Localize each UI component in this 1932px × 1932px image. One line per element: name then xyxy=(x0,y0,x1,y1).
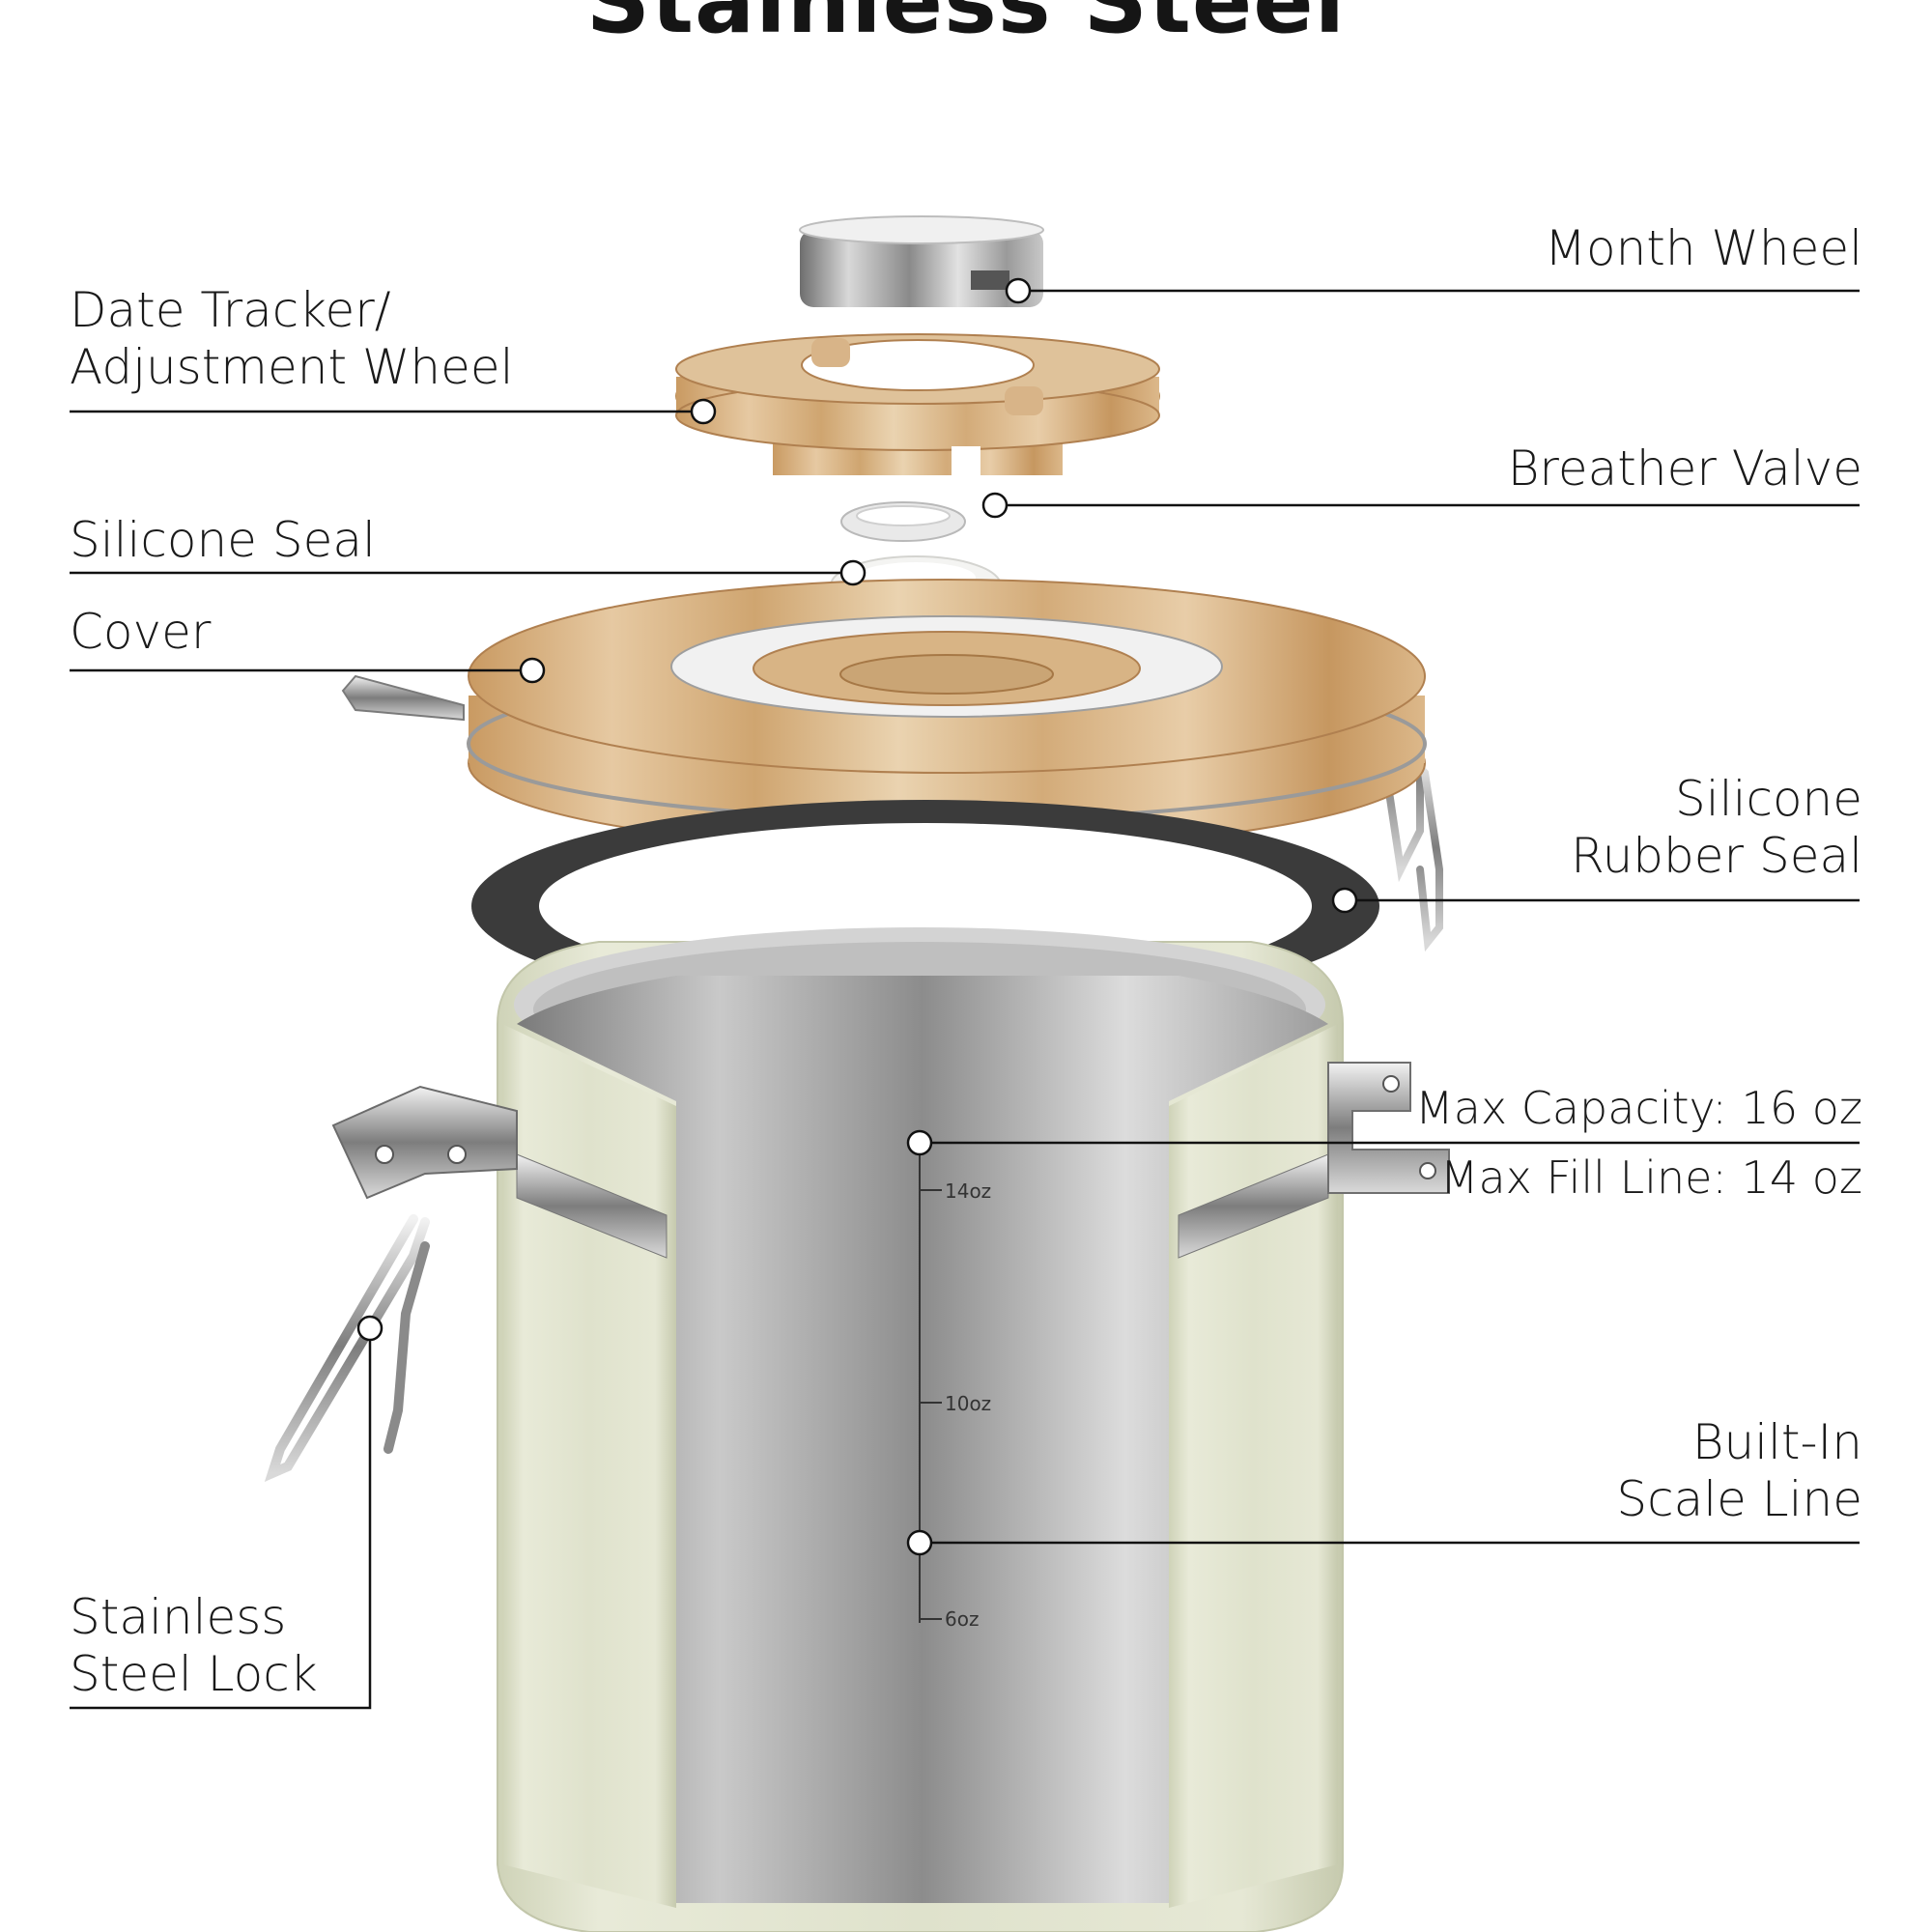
cover-part xyxy=(341,579,1427,851)
label-scale-line: Built-In Scale Line xyxy=(1616,1414,1862,1528)
label-date-tracker: Date Tracker/ Adjustment Wheel xyxy=(70,282,514,396)
page-title: Stainless Steel xyxy=(585,0,1347,53)
label-scale-line-line1: Built-In xyxy=(1691,1414,1862,1470)
breather-valve-part xyxy=(840,501,966,542)
label-max-capacity: Max Capacity: 16 oz xyxy=(1415,1082,1862,1134)
marker-date-tracker xyxy=(690,398,717,425)
marker-rubber-seal xyxy=(1331,887,1358,914)
label-breather-valve: Breather Valve xyxy=(1507,440,1862,497)
label-silicone-seal: Silicone Seal xyxy=(70,512,376,568)
label-month-wheel: Month Wheel xyxy=(1544,220,1862,276)
label-stainless-lock-line1: Stainless xyxy=(70,1589,287,1645)
tick-label-6oz: 6oz xyxy=(945,1607,979,1631)
leader-stainless-lock xyxy=(70,1340,372,1710)
stainless-lock-part xyxy=(264,1085,518,1483)
label-rubber-seal-line2: Rubber Seal xyxy=(1571,828,1862,884)
label-stainless-lock: Stainless Steel Lock xyxy=(70,1589,318,1703)
label-scale-line-line2: Scale Line xyxy=(1616,1471,1862,1527)
marker-max-fill xyxy=(906,1129,933,1156)
month-wheel-part xyxy=(799,215,1044,307)
marker-silicone-seal xyxy=(839,559,867,586)
date-tracker-part xyxy=(675,333,1160,479)
label-date-tracker-line1: Date Tracker/ xyxy=(70,282,391,338)
label-cover: Cover xyxy=(70,604,212,660)
canister-body-part xyxy=(497,927,1450,1932)
label-rubber-seal: Silicone Rubber Seal xyxy=(1571,771,1862,885)
tick-label-14oz: 14oz xyxy=(945,1179,991,1203)
marker-stainless-lock xyxy=(356,1315,384,1342)
marker-breather-valve xyxy=(981,492,1009,519)
tick-label-10oz: 10oz xyxy=(945,1392,991,1415)
label-stainless-lock-line2: Steel Lock xyxy=(70,1646,318,1702)
label-max-fill: Max Fill Line: 14 oz xyxy=(1439,1151,1862,1204)
marker-cover xyxy=(519,657,546,684)
label-rubber-seal-line1: Silicone xyxy=(1675,771,1862,827)
marker-month-wheel xyxy=(1005,277,1032,304)
label-date-tracker-line2: Adjustment Wheel xyxy=(70,339,514,395)
marker-scale-line xyxy=(906,1529,933,1556)
